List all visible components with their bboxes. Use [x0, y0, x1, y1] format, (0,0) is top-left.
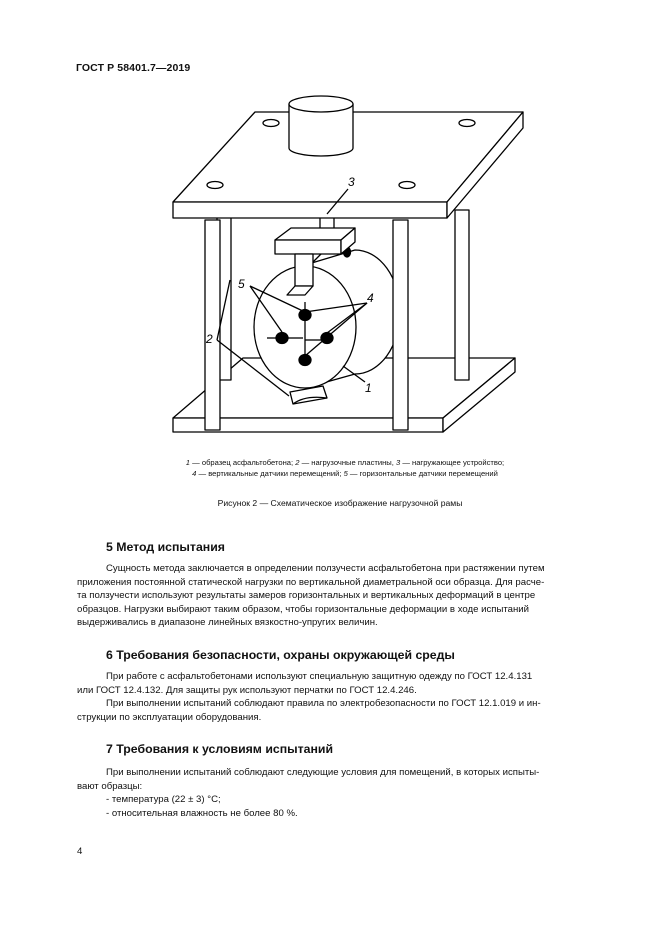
- top-plate-hole: [262, 118, 280, 128]
- label-5: 5: [238, 277, 245, 291]
- label-3: 3: [348, 175, 355, 189]
- section-6-title: 6 Требования безопасности, охраны окружа…: [106, 648, 455, 662]
- label-2: 2: [205, 332, 213, 346]
- label-4: 4: [367, 291, 374, 305]
- list-item: - температура (22 ± 3) °С;: [106, 794, 221, 805]
- column-back-right: [454, 209, 470, 381]
- section-5-body: Сущность метода заключается в определени…: [77, 563, 545, 629]
- document-header: ГОСТ Р 58401.7—2019: [76, 62, 191, 74]
- conditions-list: - температура (22 ± 3) °С; - относительн…: [106, 793, 298, 820]
- label-1: 1: [365, 381, 372, 395]
- section-7-body: При выполнении испытаний соблюдают следу…: [77, 767, 540, 792]
- column-front-left: [204, 219, 221, 431]
- figure-legend-line-1: 1 — образец асфальтобетона; 2 — нагрузоч…: [185, 458, 505, 467]
- section-5-title: 5 Метод испытания: [106, 540, 225, 554]
- section-6-body: При работе с асфальтобетонами используют…: [77, 671, 541, 723]
- section-7-title: 7 Требования к условиям испытаний: [106, 742, 334, 756]
- loading-frame-diagram: 3 5 4 2 1: [172, 95, 524, 433]
- horizontal-sensor-left: [275, 331, 289, 345]
- vertical-sensor-bottom: [298, 353, 312, 367]
- figure-legend-line-2: 4 — вертикальные датчики перемещений; 5 …: [192, 469, 498, 478]
- figure-caption: Рисунок 2 — Схематическое изображение на…: [217, 498, 463, 508]
- list-item: - относительная влажность не более 80 %.: [106, 807, 298, 819]
- page-number: 4: [77, 846, 83, 857]
- upper-loading-plate: [294, 253, 314, 287]
- top-cylinder: [288, 104, 354, 157]
- loading-frame-figure: 3 5 4 2 1: [155, 90, 525, 445]
- vertical-sensor-top: [298, 308, 312, 322]
- column-front-right: [392, 219, 409, 431]
